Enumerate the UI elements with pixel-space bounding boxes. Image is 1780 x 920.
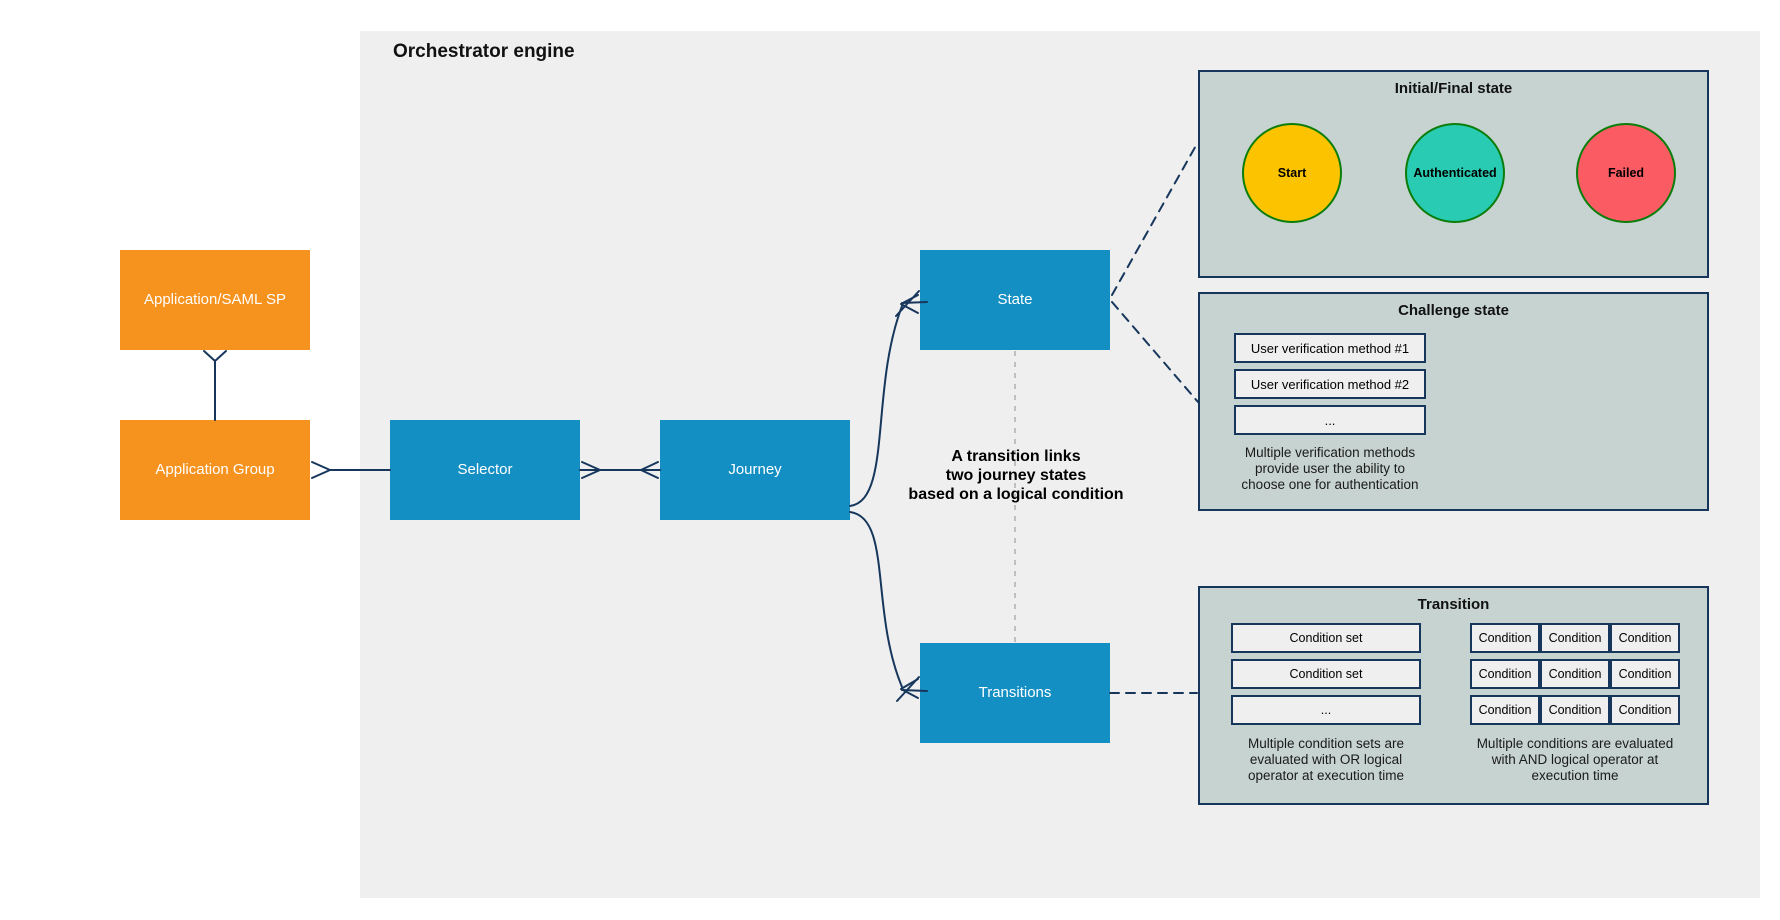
node-application-saml-sp: Application/SAML SP xyxy=(120,250,310,350)
node-journey: Journey xyxy=(660,420,850,520)
panel-title: Initial/Final state xyxy=(1394,80,1513,97)
edge-appsp-to-appgroup xyxy=(203,350,227,421)
panel-transition: Transition Condition set Condition set .… xyxy=(1198,586,1709,805)
start-state-circle: Start xyxy=(1242,123,1342,223)
authenticated-state-circle: Authenticated xyxy=(1405,123,1505,223)
condition-cell: Condition xyxy=(1610,623,1680,653)
caption-line: choose one for authentication xyxy=(1241,477,1419,492)
verification-method-box: User verification method #2 xyxy=(1234,369,1426,399)
caption-line: execution time xyxy=(1531,768,1619,783)
caption-line: Multiple conditions are evaluated xyxy=(1476,736,1674,751)
caption-line: provide user the ability to xyxy=(1254,461,1406,476)
panel-title: Transition xyxy=(1417,596,1490,613)
condition-cell: Condition xyxy=(1540,623,1610,653)
node-application-group: Application Group xyxy=(120,420,310,520)
annotation-line: A transition links xyxy=(951,448,1081,465)
transition-annotation: A transition links two journey states ba… xyxy=(886,447,1146,504)
node-state: State xyxy=(920,250,1110,350)
caption-line: operator at execution time xyxy=(1247,768,1405,783)
condition-cell: Condition xyxy=(1610,659,1680,689)
chevron-right-icon xyxy=(311,461,331,479)
condition-grid-row: Condition Condition Condition xyxy=(1470,659,1680,689)
panel-initial-final-state: Initial/Final state Start Authenticated … xyxy=(1198,70,1709,278)
chevron-down-icon xyxy=(203,350,227,362)
condition-cell: Condition xyxy=(1610,695,1680,725)
caption-line: Multiple condition sets are xyxy=(1247,736,1405,751)
condition-grid-row: Condition Condition Condition xyxy=(1470,623,1680,653)
condition-cell: Condition xyxy=(1470,659,1540,689)
or-evaluation-caption: Multiple condition sets are evaluated wi… xyxy=(1221,736,1431,784)
challenge-caption: Multiple verification methods provide us… xyxy=(1234,445,1426,493)
panel-title: Challenge state xyxy=(1398,302,1509,319)
condition-cell: Condition xyxy=(1540,695,1610,725)
condition-set-box: Condition set xyxy=(1231,659,1421,689)
condition-cell: Condition xyxy=(1470,695,1540,725)
condition-grid-row: Condition Condition Condition xyxy=(1470,695,1680,725)
engine-title: Orchestrator engine xyxy=(393,41,575,62)
caption-line: Multiple verification methods xyxy=(1244,445,1416,460)
verification-method-box: User verification method #1 xyxy=(1234,333,1426,363)
condition-set-ellipsis-box: ... xyxy=(1231,695,1421,725)
failed-state-circle: Failed xyxy=(1576,123,1676,223)
node-transitions: Transitions xyxy=(920,643,1110,743)
condition-cell: Condition xyxy=(1540,659,1610,689)
annotation-line: based on a logical condition xyxy=(908,486,1124,503)
verification-method-ellipsis-box: ... xyxy=(1234,405,1426,435)
node-selector: Selector xyxy=(390,420,580,520)
panel-challenge-state: Challenge state User verification method… xyxy=(1198,292,1709,511)
caption-line: evaluated with OR logical xyxy=(1249,752,1403,767)
and-evaluation-caption: Multiple conditions are evaluated with A… xyxy=(1468,736,1682,784)
annotation-line: two journey states xyxy=(945,467,1087,484)
condition-cell: Condition xyxy=(1470,623,1540,653)
caption-line: with AND logical operator at xyxy=(1491,752,1659,767)
condition-set-box: Condition set xyxy=(1231,623,1421,653)
